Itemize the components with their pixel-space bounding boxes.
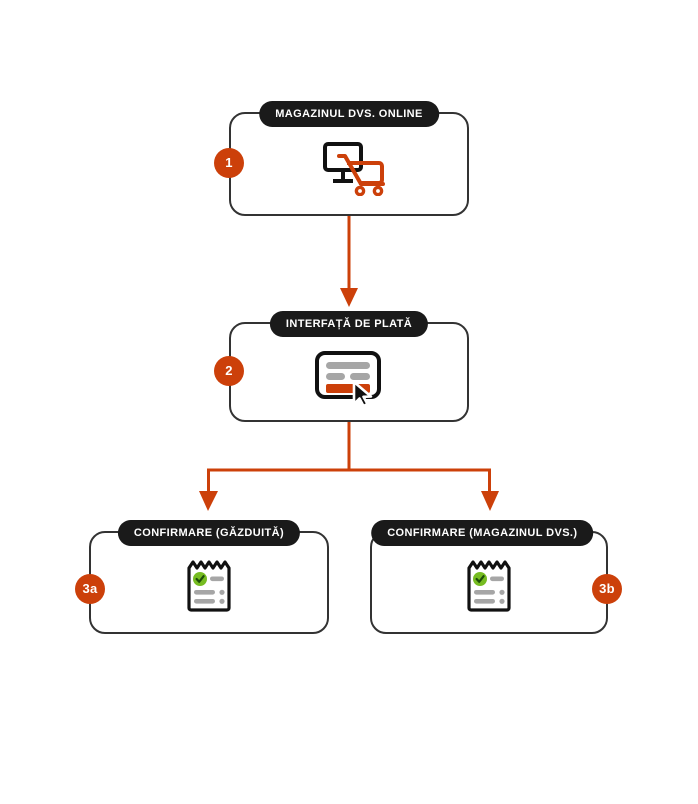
badge-step-3b: 3b [592,574,622,604]
monitor-cart-icon [231,138,467,198]
badge-step-2: 2 [214,356,244,386]
node-store-title: MAGAZINUL DVS. ONLINE [259,101,439,127]
connector-store-to-payment [340,216,358,307]
node-store[interactable]: MAGAZINUL DVS. ONLINE 1 [214,101,469,216]
badge-step-1: 1 [214,148,244,178]
node-payment-interface[interactable]: INTERFAȚĂ DE PLATĂ 2 [214,311,469,422]
badge-step-3a: 3a [75,574,105,604]
credit-card-cursor-icon [231,346,467,406]
node-confirmation-hosted[interactable]: CONFIRMARE (GĂZDUITĂ) 3a [75,520,329,634]
node-confirmation-merchant[interactable]: CONFIRMARE (MAGAZINUL DVS.) 3b [370,520,622,634]
receipt-check-icon [372,557,606,615]
receipt-check-icon [91,557,327,615]
node-confirmation-merchant-title: CONFIRMARE (MAGAZINUL DVS.) [371,520,594,546]
connector-payment-branch [199,422,499,511]
node-confirmation-hosted-title: CONFIRMARE (GĂZDUITĂ) [117,520,301,546]
node-payment-interface-title: INTERFAȚĂ DE PLATĂ [269,311,429,337]
